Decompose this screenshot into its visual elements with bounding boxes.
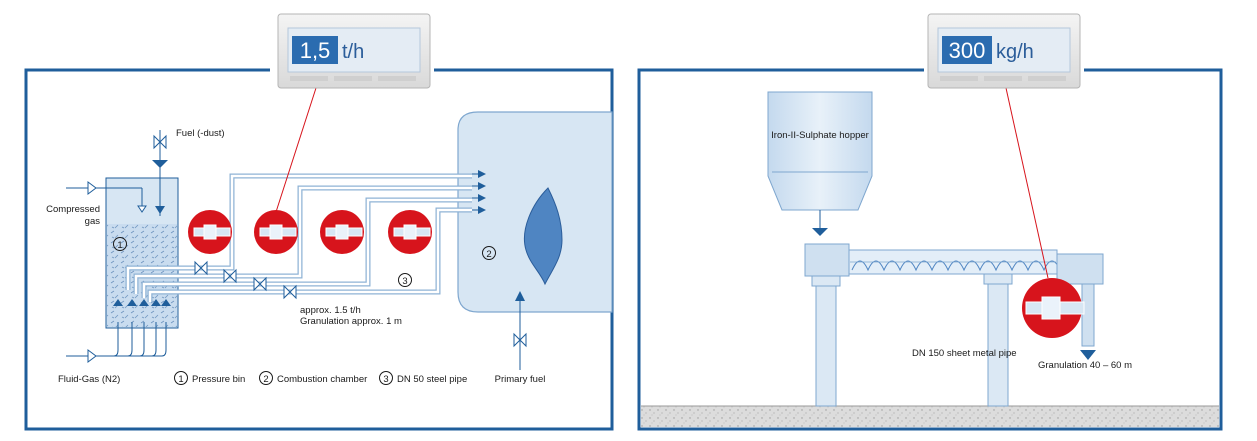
flow-display-left: 1,5 t/h — [277, 13, 431, 89]
display-connector-right — [1005, 87, 1049, 279]
fuel-valve-icon — [153, 134, 167, 150]
right-frame — [637, 68, 1223, 431]
flow-display-right: 300 kg/h — [927, 13, 1081, 89]
granulation-label: Granulation 40 – 60 m — [1038, 360, 1132, 371]
left-panel: 1,5 t/h Fuel (-dust) Compressed gas Flui… — [24, 13, 614, 431]
fluid-gas-label: Fluid-Gas (N2) — [58, 374, 120, 385]
valve-icon — [253, 276, 267, 292]
svg-text:3: 3 — [402, 276, 407, 287]
svg-text:1: 1 — [117, 240, 122, 251]
marker-2: 2 — [482, 246, 496, 260]
valve-icon — [223, 268, 237, 284]
compressed-gas-label-2: gas — [85, 216, 101, 227]
display-unit: t/h — [342, 41, 364, 63]
display-value-box — [292, 36, 338, 64]
svg-text:3: 3 — [383, 374, 388, 385]
primary-fuel-line — [513, 291, 527, 370]
pipe-valves — [194, 260, 297, 300]
flow-sensors — [188, 210, 432, 254]
hopper-label: Iron-II-Sulphate hopper — [771, 130, 869, 141]
screw-flights — [851, 260, 1061, 272]
primary-fuel-valve-icon — [513, 332, 527, 348]
valve-icon — [194, 260, 208, 276]
display-value-box — [942, 36, 992, 64]
flame-icon — [524, 187, 563, 286]
screw-conveyor — [804, 243, 1104, 285]
svg-text:2: 2 — [486, 249, 491, 260]
valve-icon — [283, 284, 297, 300]
injection-arrows — [470, 170, 486, 214]
display-value: 1,5 — [300, 38, 331, 63]
flow-sensor — [254, 210, 298, 254]
display-value: 300 — [949, 38, 986, 63]
svg-text:1: 1 — [178, 374, 183, 385]
compressed-gas-inlet — [66, 181, 147, 213]
fuel-label: Fuel (-dust) — [176, 128, 225, 139]
pipe-label: DN 150 sheet metal pipe — [912, 348, 1017, 359]
fuel-feed — [152, 130, 168, 216]
left-frame — [24, 68, 614, 431]
flow-sensor — [188, 210, 232, 254]
legend: 1 Pressure bin 2 Combustion chamber 3 DN… — [174, 371, 467, 385]
outlet-pipe — [1080, 283, 1096, 360]
ground — [641, 406, 1219, 427]
marker-3: 3 — [398, 273, 412, 287]
display-unit: kg/h — [996, 41, 1034, 63]
legend-pressure-bin: Pressure bin — [192, 374, 245, 385]
flow-sensor-right — [1022, 278, 1085, 338]
right-panel: Iron-II-Sulphate hopper — [637, 13, 1223, 431]
marker-1: 1 — [113, 237, 127, 251]
compressed-gas-label-1: Compressed — [46, 204, 100, 215]
legend-steel-pipe: DN 50 steel pipe — [397, 374, 467, 385]
flow-sensor — [320, 210, 364, 254]
primary-fuel-label: Primary fuel — [495, 374, 546, 385]
supports — [811, 273, 1013, 407]
flow-sensor — [388, 210, 432, 254]
approx-granulation-label: Granulation approx. 1 m — [300, 316, 402, 327]
hopper: Iron-II-Sulphate hopper — [767, 91, 873, 236]
display-connector — [275, 87, 317, 213]
fluid-gas-lines — [66, 322, 167, 363]
distributor-arrows — [113, 299, 171, 306]
svg-text:2: 2 — [263, 374, 268, 385]
approx-rate-label: approx. 1.5 t/h — [300, 305, 361, 316]
legend-combustion-chamber: Combustion chamber — [277, 374, 367, 385]
